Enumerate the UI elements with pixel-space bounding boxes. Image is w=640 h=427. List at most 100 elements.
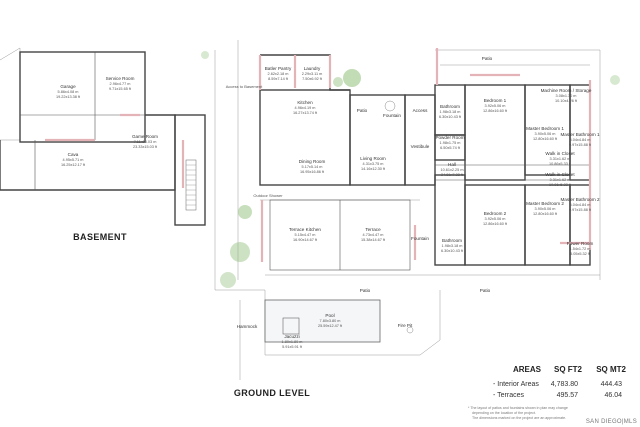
mls-logo: SAN DIEGO|MLS xyxy=(586,419,637,425)
room-powder: Powder Room 1.98x1.75 m 6.50x5.74 ft xyxy=(435,135,464,150)
svg-text:7.80x3.80 m: 7.80x3.80 m xyxy=(320,319,341,323)
svg-text:Power Room: Power Room xyxy=(567,241,594,246)
svg-text:6.30x10.43 ft: 6.30x10.43 ft xyxy=(439,115,462,119)
svg-text:1.54x1.72 m: 1.54x1.72 m xyxy=(570,247,591,251)
svg-text:16.25x12.17 ft: 16.25x12.17 ft xyxy=(61,163,86,167)
room-outdoor-shower: Outdoor Shower xyxy=(253,193,283,198)
svg-text:3.90x5.06 m: 3.90x5.06 m xyxy=(535,132,556,136)
room-vestibule: Vestibule xyxy=(411,144,430,149)
svg-text:5.17x5.14 m: 5.17x5.14 m xyxy=(302,165,323,169)
svg-text:12.80x16.60 ft: 12.80x16.60 ft xyxy=(533,137,558,141)
svg-text:12.86x16.60 ft: 12.86x16.60 ft xyxy=(483,222,508,226)
svg-text:23.33x15.03 ft: 23.33x15.03 ft xyxy=(133,145,158,149)
areas-col-sqft: SQ FT2 xyxy=(554,365,583,374)
svg-text:depending on the location of t: depending on the location of the project… xyxy=(472,411,536,415)
svg-text:7.50x6.92 ft: 7.50x6.92 ft xyxy=(302,77,323,81)
room-living: Living Room 4.31x3.75 m 14.16x12.30 ft xyxy=(360,156,386,171)
svg-text:5.05x5.32 ft: 5.05x5.32 ft xyxy=(570,252,591,256)
svg-text:Terrace Kitchen: Terrace Kitchen xyxy=(289,227,321,232)
areas-title: AREAS xyxy=(513,365,542,374)
room-walk-in-closet-1: Walk in Closet 3.31x1.62 m 10.86x5.33 ft xyxy=(545,151,575,166)
svg-text:Master Bedroom 1: Master Bedroom 1 xyxy=(526,126,564,131)
room-kitchen: Kitchen 4.96x4.19 m 16.27x13.74 ft xyxy=(293,100,318,115)
svg-text:10.86x5.33 ft: 10.86x5.33 ft xyxy=(549,183,572,187)
patio-bottom-right-label: Patio xyxy=(480,288,491,293)
svg-text:19.22x13.38 ft: 19.22x13.38 ft xyxy=(56,95,81,99)
svg-text:Service Room: Service Room xyxy=(106,76,135,81)
room-terrace-kitchen: Terrace Kitchen 5.15x4.47 m 16.90x14.67 … xyxy=(289,227,321,242)
room-master-bathroom-2: Master Bathroom 2 3.04x4.84 m 9.97x15.88… xyxy=(560,197,600,212)
patio-top-label: Patio xyxy=(482,56,493,61)
room-patio: Patio xyxy=(357,108,368,113)
svg-text:3.31x1.62 m: 3.31x1.62 m xyxy=(550,157,571,161)
svg-text:10.10x4.26 ft: 10.10x4.26 ft xyxy=(555,99,578,103)
svg-text:1.98x3.18 m: 1.98x3.18 m xyxy=(440,110,461,114)
svg-text:Laundry: Laundry xyxy=(304,66,321,71)
room-bedroom-2: Bedroom 2 3.92x5.06 m 12.86x16.60 ft xyxy=(483,211,508,226)
svg-text:3.04x4.84 m: 3.04x4.84 m xyxy=(570,138,591,142)
svg-text:16.90x14.67 ft: 16.90x14.67 ft xyxy=(293,238,318,242)
tree-icon xyxy=(201,51,620,288)
areas-row-sqft: 495.57 xyxy=(557,392,579,399)
svg-text:Hall: Hall xyxy=(448,162,456,167)
fire-pit-label: Fire Pit xyxy=(398,323,413,328)
svg-text:9.97x15.88 ft: 9.97x15.88 ft xyxy=(569,143,592,147)
svg-text:7.11x15.03 m: 7.11x15.03 m xyxy=(134,140,157,144)
svg-text:12.80x16.60 ft: 12.80x16.60 ft xyxy=(533,212,558,216)
svg-text:3.92x5.06 m: 3.92x5.06 m xyxy=(485,217,506,221)
room-game: Game Room 7.11x15.03 m 23.33x15.03 ft xyxy=(132,134,158,149)
room-bedroom-1: Bedroom 1 3.92x5.06 m 12.86x16.60 ft xyxy=(483,98,508,113)
svg-text:1.80x1.80 m: 1.80x1.80 m xyxy=(282,340,303,344)
areas-row-sqm: 46.04 xyxy=(604,392,622,399)
fire-pit-icon xyxy=(406,326,414,334)
svg-text:Garage: Garage xyxy=(60,84,76,89)
room-access: Access xyxy=(413,108,429,113)
svg-text:10.61x2.25 m: 10.61x2.25 m xyxy=(440,168,463,172)
svg-text:2.96x4.77 m: 2.96x4.77 m xyxy=(110,82,131,86)
svg-text:Kitchen: Kitchen xyxy=(297,100,313,105)
pool: Pool 7.80x3.80 m 25.59x12.47 ft Jacuzzi … xyxy=(264,299,381,349)
svg-text:1.98x1.75 m: 1.98x1.75 m xyxy=(440,141,461,145)
hammock-label: Hammock xyxy=(237,324,258,329)
svg-text:The dimensions marked on the p: The dimensions marked on the project are… xyxy=(472,416,566,420)
svg-text:Bedroom 2: Bedroom 2 xyxy=(484,211,507,216)
areas-row-sqft: 4,783.80 xyxy=(551,381,578,388)
room-bathroom-2: Bathroom 1.98x3.18 m 6.30x10.43 ft xyxy=(441,238,464,253)
svg-text:3.08x1.30 m: 3.08x1.30 m xyxy=(556,94,577,98)
fountain-icon xyxy=(384,100,396,112)
svg-text:Living Room: Living Room xyxy=(360,156,386,161)
basement-plan: Garage 5.86x4.08 m 19.22x13.38 ft Servic… xyxy=(0,47,206,242)
svg-text:3.31x1.62 m: 3.31x1.62 m xyxy=(550,178,571,182)
room-batler-pantry: Batler Pantry 2.62x2.18 m 8.59x7.14 ft xyxy=(265,66,292,81)
room-bathroom-1: Bathroom 1.98x3.18 m 6.30x10.43 ft xyxy=(439,104,462,119)
room-service: Service Room 2.96x4.77 m 9.71x15.65 ft xyxy=(106,76,135,91)
areas-col-sqm: SQ MT2 xyxy=(596,365,626,374)
svg-text:Bathroom: Bathroom xyxy=(440,104,460,109)
room-master-bathroom-1: Master Bathroom 1 3.04x4.84 m 9.97x15.88… xyxy=(560,132,600,147)
svg-text:Terrace: Terrace xyxy=(365,227,381,232)
room-fountain: Fountain xyxy=(383,113,401,118)
svg-text:8.59x7.14 ft: 8.59x7.14 ft xyxy=(268,77,289,81)
areas-row-label: - Interior Areas xyxy=(493,381,539,388)
svg-text:Cava: Cava xyxy=(68,152,79,157)
svg-text:Batler Pantry: Batler Pantry xyxy=(265,66,292,71)
svg-text:2.62x2.18 m: 2.62x2.18 m xyxy=(268,72,289,76)
svg-text:6.30x10.43 ft: 6.30x10.43 ft xyxy=(441,249,464,253)
room-fountain-2: Fountain xyxy=(411,236,429,241)
svg-text:4.96x4.19 m: 4.96x4.19 m xyxy=(295,106,316,110)
svg-text:1.98x3.18 m: 1.98x3.18 m xyxy=(442,244,463,248)
room-garage: Garage 5.86x4.08 m 19.22x13.38 ft xyxy=(56,84,81,99)
areas-table: AREAS SQ FT2 SQ MT2 - Interior Areas 4,7… xyxy=(493,365,627,399)
room-laundry: Laundry 2.29x3.11 m 7.50x6.92 ft xyxy=(302,66,323,81)
room-terrace: Terrace 4.73x4.47 m 15.38x14.67 ft xyxy=(361,227,386,242)
svg-text:Master Bedroom 2: Master Bedroom 2 xyxy=(526,201,564,206)
room-master-bedroom-1: Master Bedroom 1 3.90x5.06 m 12.80x16.60… xyxy=(526,126,564,141)
svg-text:25.59x12.47 ft: 25.59x12.47 ft xyxy=(318,324,343,328)
svg-text:* The layout of patios and fou: * The layout of patios and fountains sho… xyxy=(468,406,568,410)
plan-notes: * The layout of patios and fountains sho… xyxy=(468,406,568,420)
svg-text:4.95x5.71 m: 4.95x5.71 m xyxy=(63,158,84,162)
svg-text:3.92x5.06 m: 3.92x5.06 m xyxy=(485,104,506,108)
room-hall: Hall 10.61x2.25 m 34.81x7.32 ft xyxy=(440,162,463,177)
svg-text:Bathroom: Bathroom xyxy=(442,238,462,243)
